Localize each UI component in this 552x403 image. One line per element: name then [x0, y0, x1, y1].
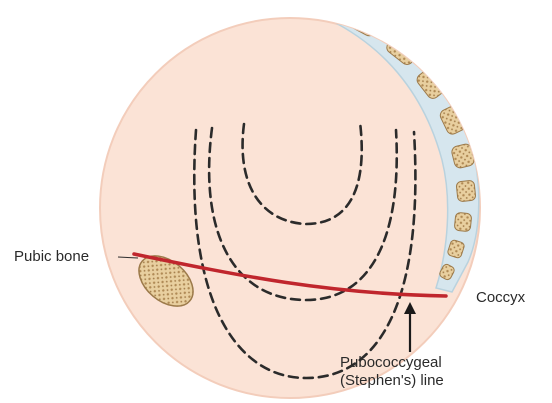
pubic-bone-label: Pubic bone — [14, 248, 89, 266]
pubococcygeal-line-label: Pubococcygeal — [340, 354, 442, 372]
coccyx-label: Coccyx — [476, 289, 525, 307]
stephens-line-label: (Stephen's) line — [340, 372, 444, 390]
